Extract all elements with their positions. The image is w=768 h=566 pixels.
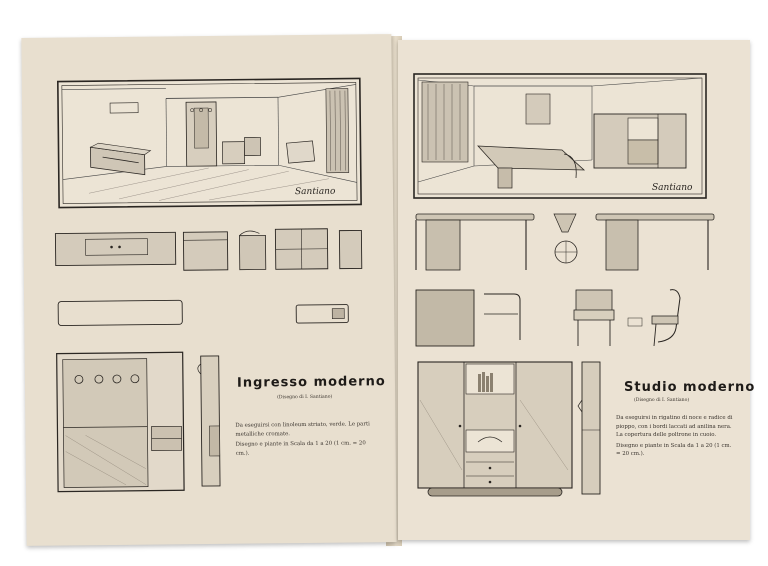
right-page: Santiano (398, 40, 754, 540)
entrance-plan-drawings (57, 299, 349, 326)
right-artist-signature: Santiano (652, 183, 693, 193)
right-scale-text: Disegno e piante in Scala da 1 a 20 (1 c… (616, 442, 732, 458)
right-description-text: Da eseguirsi in rigatino di noce e radic… (616, 415, 733, 439)
entrance-perspective-illustration (57, 77, 362, 209)
coat-rack-elevation-drawing (56, 351, 185, 493)
coat-rack-section-drawing (197, 355, 221, 487)
right-page-title: Studio moderno (624, 380, 756, 395)
entrance-elevation-drawings (54, 228, 363, 271)
left-description-text: Da eseguirsi con linoleum striato, verde… (235, 421, 370, 438)
right-page-description: Da eseguirsi in rigatino di noce e radic… (616, 414, 734, 461)
desk-plan-and-chairs-drawings (415, 289, 681, 347)
bookcase-elevation-drawing (417, 361, 573, 497)
left-artist-signature: Santiano (294, 186, 336, 198)
bookcase-section-drawing (577, 361, 601, 495)
left-page-title: Ingresso moderno (236, 374, 386, 391)
left-page: Santiano I (21, 34, 397, 546)
desk-elevation-drawings (415, 213, 715, 271)
right-page-credit: (Disegno di I. Santiano) (634, 398, 690, 403)
left-page-description: Da eseguirsi con linoleum striato, verde… (235, 420, 375, 460)
study-perspective-illustration (413, 73, 707, 199)
left-page-credit: (Disegno di I. Santiano) (277, 394, 333, 401)
left-scale-text: Disegno e piante in Scala da 1 a 20 (1 c… (235, 440, 366, 457)
